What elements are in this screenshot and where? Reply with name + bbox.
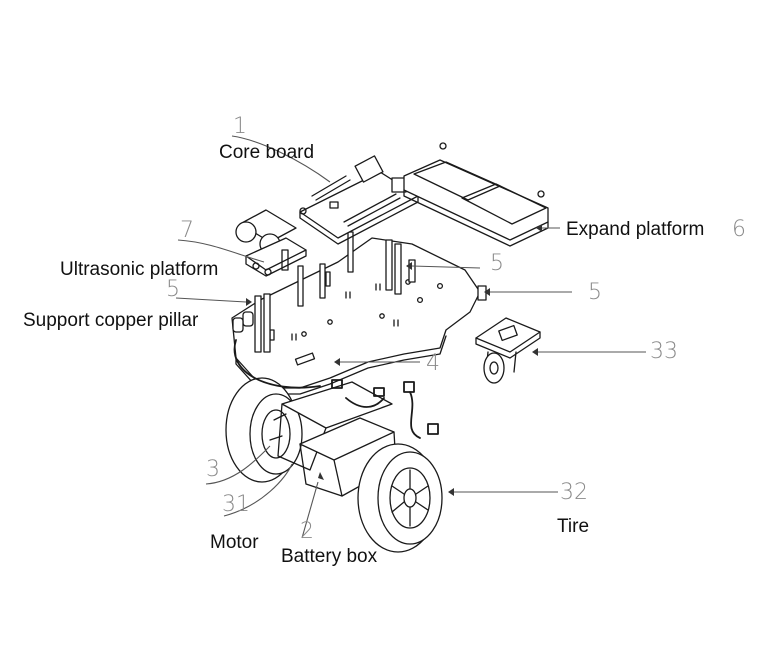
callout-number-2: 2 [300,519,314,544]
callout-number-4: 4 [426,351,440,376]
callout-number-31: 31 [222,492,250,517]
left-wheel-assembly [225,377,393,483]
callout-number-5-right: 5 [588,280,602,305]
leader-lines [175,135,646,539]
callout-number-5-top: 5 [490,251,504,276]
wires [233,339,439,439]
callout-number-3: 3 [206,457,220,482]
expand-platform [403,159,549,247]
label-battery-box: Battery box [281,546,378,567]
callout-number-32: 32 [560,480,588,505]
ultrasonic-platform [235,209,307,277]
label-core-board: Core board [219,142,315,163]
callout-number-33: 33 [650,339,678,364]
label-ultrasonic-platform: Ultrasonic platform [60,259,219,280]
callout-number-7: 7 [180,218,194,243]
callout-number-5-left: 5 [166,277,180,302]
caster-wheel [475,317,541,384]
right-tire [357,443,443,553]
label-support-copper-pillar: Support copper pillar [23,310,199,331]
callout-number-6: 6 [732,217,746,242]
label-motor: Motor [210,532,259,553]
arrowheads [246,224,542,496]
label-expand-platform: Expand platform [566,219,705,240]
copper-pillars [232,231,487,353]
label-tire: Tire [557,516,590,537]
callout-number-1: 1 [233,114,247,139]
